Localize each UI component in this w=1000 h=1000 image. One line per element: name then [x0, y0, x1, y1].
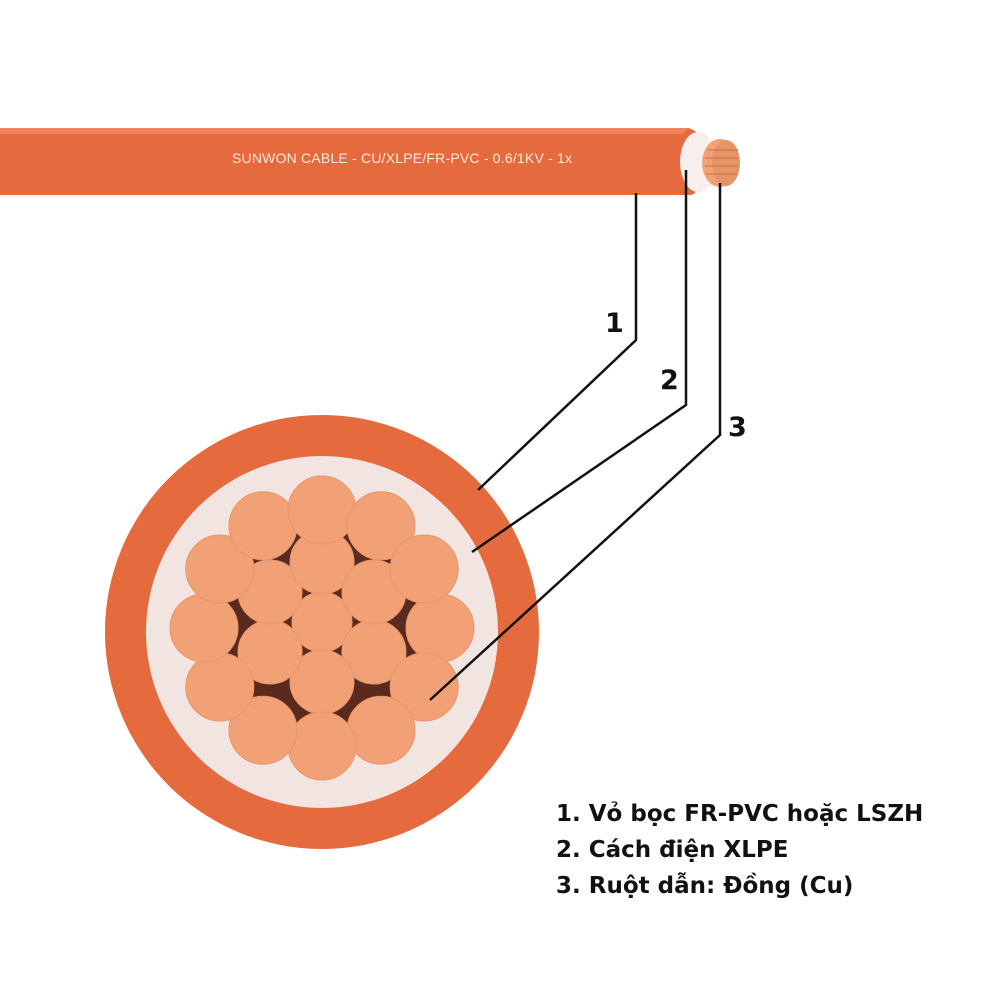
leader-line-2 — [471, 170, 688, 554]
copper-strand — [228, 491, 298, 561]
callout-2: 2 — [660, 365, 679, 396]
cable-print-text: SUNWON CABLE - CU/XLPE/FR-PVC - 0.6/1KV … — [232, 150, 573, 166]
legend-item-sheath: 1. Vỏ bọc FR-PVC hoặc LSZH — [556, 801, 924, 827]
copper-strand — [169, 593, 239, 663]
leader-lines — [429, 170, 722, 701]
copper-strand — [228, 695, 298, 765]
leader-line-3 — [429, 183, 722, 701]
copper-strand — [389, 652, 459, 722]
copper-strand — [185, 534, 255, 604]
copper-strand — [185, 652, 255, 722]
legend-item-conductor: 3. Ruột dẫn: Đồng (Cu) — [556, 873, 854, 899]
callout-1: 1 — [605, 308, 624, 339]
cable-sheath — [0, 128, 690, 195]
copper-strand — [346, 491, 416, 561]
cable-side-view — [0, 128, 740, 195]
legend: 1. Vỏ bọc FR-PVC hoặc LSZH 2. Cách điện … — [556, 796, 923, 904]
copper-strand — [389, 534, 459, 604]
legend-item-insulation: 2. Cách điện XLPE — [556, 837, 789, 863]
copper-strand — [405, 593, 475, 663]
copper-strand — [287, 711, 357, 781]
copper-strand — [287, 475, 357, 545]
cable-cross-section — [105, 415, 539, 849]
callout-3: 3 — [728, 412, 747, 443]
copper-strand — [346, 695, 416, 765]
leader-line-1 — [477, 193, 638, 491]
conductor-strands — [169, 475, 475, 781]
